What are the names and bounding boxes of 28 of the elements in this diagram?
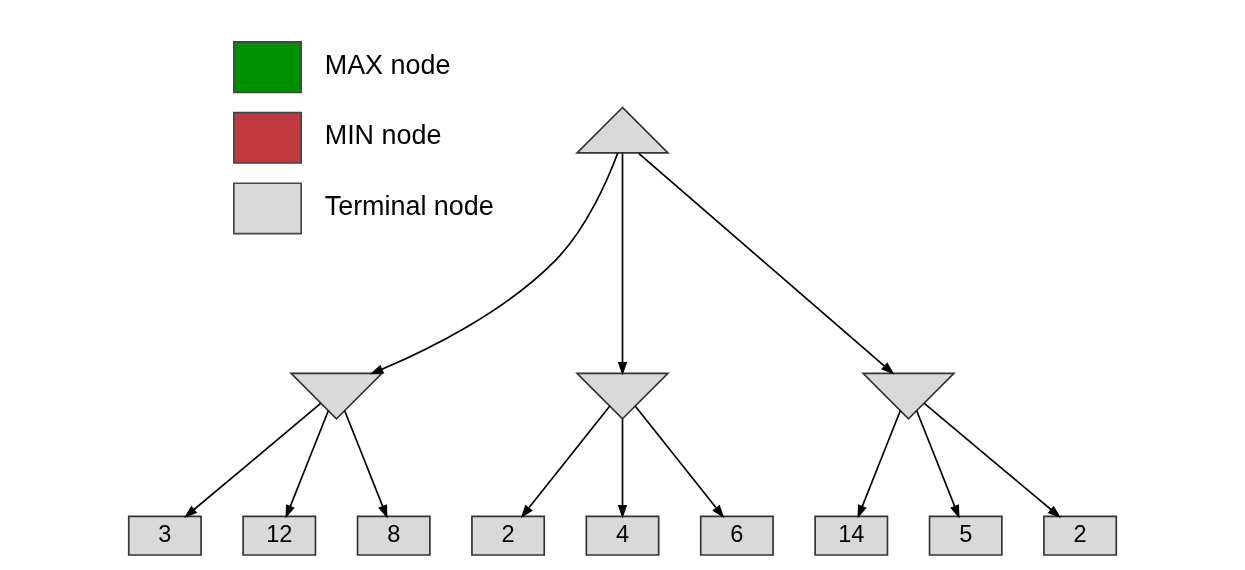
arrow [617,418,628,519]
node-triangle [575,106,670,154]
arrow [915,409,960,519]
node-box: 12 [242,515,317,556]
node-box: 8 [356,515,431,556]
node-box: 2 [471,515,546,556]
node-invtriangle [289,372,384,420]
node-invtriangle [861,372,956,420]
node-box: 5 [928,515,1003,556]
node-box: 3 [127,515,202,556]
arrow [520,405,611,519]
node-box: 6 [699,515,774,556]
arrow [617,152,628,376]
arrow [637,152,895,375]
arrow [369,152,619,375]
arrow [857,409,902,519]
legend-label: Terminal node [324,190,494,221]
arrow [184,402,322,518]
arrow [343,409,388,519]
node-box: 14 [814,515,889,556]
node-box: 2 [1043,515,1118,556]
arrow [285,409,330,519]
arrow [634,405,725,519]
legend-label: MIN node [324,120,442,151]
node-invtriangle [575,372,670,420]
node-box: 4 [585,515,660,556]
arrow [923,402,1061,518]
legend-label: MAX node [324,49,451,80]
